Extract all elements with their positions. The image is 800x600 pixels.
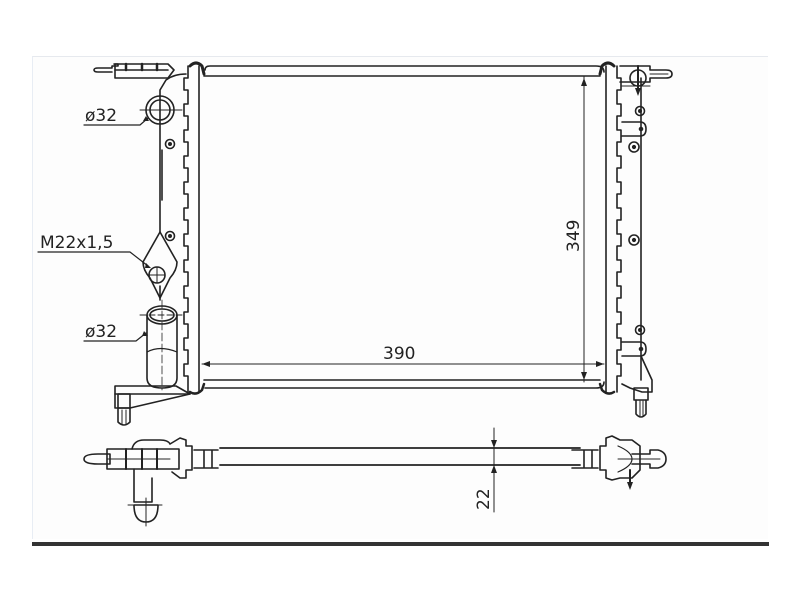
drain-thread-label: M22x1,5 (40, 233, 113, 253)
top-right-mounting-pin (619, 65, 673, 96)
upper-inlet-diameter-label: ø32 (85, 106, 117, 126)
drain-plug (37, 231, 178, 299)
upper-inlet-pipe (83, 91, 183, 129)
top-view (83, 427, 667, 527)
bottom-left-mounting-pin (114, 385, 191, 426)
right-tank (605, 65, 647, 393)
depth-dimension-label: 22 (474, 488, 494, 510)
width-dimension-label: 390 (383, 344, 415, 364)
width-dimension (201, 361, 605, 367)
bottom-right-mounting-pin (621, 355, 653, 418)
core-outline (188, 61, 616, 395)
top-left-mounting-pin (93, 62, 175, 79)
bottom-rule (32, 542, 769, 546)
lower-outlet-pipe (83, 299, 185, 391)
height-dimension (581, 75, 587, 383)
height-dimension-label: 349 (564, 220, 584, 252)
depth-dimension (491, 427, 497, 513)
left-tank (159, 65, 200, 393)
top-view-right-end (571, 435, 667, 490)
top-view-left-end (83, 437, 219, 527)
lower-outlet-diameter-label: ø32 (85, 322, 117, 342)
front-view (37, 61, 673, 426)
